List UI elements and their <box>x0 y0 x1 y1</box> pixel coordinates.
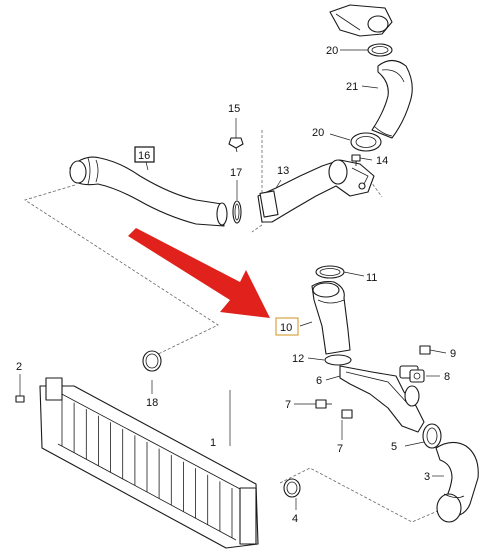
label-2: 2 <box>16 361 22 373</box>
leader-lines <box>19 49 447 510</box>
screw-2 <box>15 395 25 403</box>
o-ring-11 <box>315 265 345 279</box>
charge-air-pipe-13 <box>257 159 375 223</box>
label-7-left: 7 <box>285 399 291 411</box>
o-ring-17 <box>232 200 242 224</box>
hose-3 <box>435 441 479 523</box>
o-ring-18 <box>142 350 162 372</box>
intercooler-1 <box>39 377 259 549</box>
label-4: 4 <box>292 513 298 525</box>
hose-16 <box>69 156 228 227</box>
label-14: 14 <box>376 155 388 167</box>
label-12: 12 <box>292 353 304 365</box>
label-box-16 <box>134 146 155 163</box>
label-3: 3 <box>424 471 430 483</box>
label-20-lower: 20 <box>312 127 324 139</box>
label-1: 1 <box>210 437 216 449</box>
label-20-upper: 20 <box>326 45 338 57</box>
bolt-7-left <box>315 399 332 409</box>
label-6: 6 <box>316 375 322 387</box>
label-16: 16 <box>138 150 150 162</box>
bolt-9 <box>419 345 431 355</box>
label-5: 5 <box>391 441 397 453</box>
hose-clamp-20-lower <box>350 132 382 152</box>
label-7-right: 7 <box>337 443 343 455</box>
label-21: 21 <box>346 81 358 93</box>
label-box-10-highlight <box>275 317 299 336</box>
label-9: 9 <box>450 348 456 360</box>
label-15: 15 <box>228 103 240 115</box>
o-ring-12 <box>324 354 352 366</box>
red-direction-arrow <box>128 228 270 318</box>
pipe-10 <box>311 280 351 355</box>
label-17: 17 <box>230 167 242 179</box>
label-18: 18 <box>146 397 158 409</box>
label-11: 11 <box>366 272 377 284</box>
bolt-15 <box>228 137 244 153</box>
label-13: 13 <box>277 165 289 177</box>
hose-clamp-20-upper <box>367 43 393 57</box>
label-8: 8 <box>444 371 450 383</box>
hose-21 <box>371 59 413 139</box>
sensor-8 <box>409 369 425 383</box>
part-labels: 1 2 3 4 5 6 7 7 8 9 10 11 12 13 14 15 16… <box>16 45 456 525</box>
turbo-outlet-connector <box>329 4 393 37</box>
o-ring-5 <box>422 423 442 449</box>
bolt-7-right <box>341 409 353 419</box>
label-10: 10 <box>280 322 292 334</box>
o-ring-4 <box>283 478 301 498</box>
